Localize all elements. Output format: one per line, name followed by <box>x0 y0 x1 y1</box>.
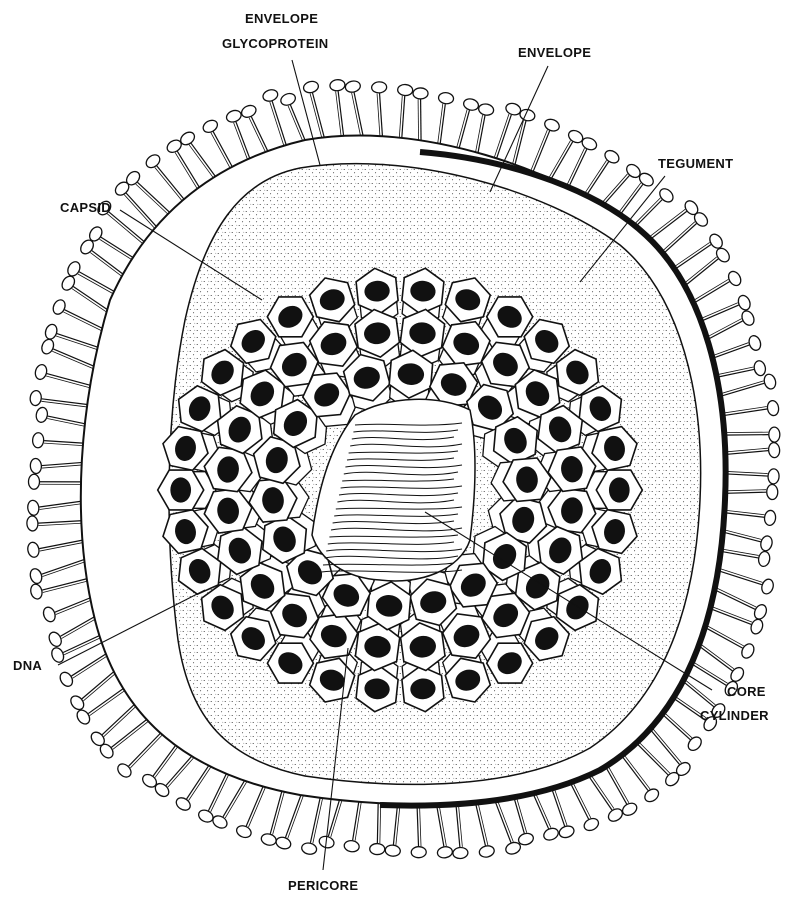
capsomer <box>491 458 551 502</box>
glycoprotein-spike <box>371 81 387 140</box>
glycoprotein-spike <box>58 652 111 689</box>
glycoprotein-spike <box>211 777 249 830</box>
glycoprotein-spike <box>703 309 757 342</box>
label-capsid: CAPSID <box>60 200 111 215</box>
glycoprotein-spike <box>235 783 267 840</box>
glycoprotein-spike <box>701 623 756 660</box>
glycoprotein-spike <box>659 710 704 753</box>
glycoprotein-spike <box>721 442 780 458</box>
glycoprotein-spike <box>178 130 217 181</box>
glycoprotein-spike <box>659 210 711 256</box>
glycoprotein-spike <box>708 334 763 360</box>
glycoprotein-spike <box>722 469 780 485</box>
glycoprotein-spike <box>437 92 454 148</box>
label-dna: DNA <box>13 658 42 673</box>
glycoprotein-spike <box>197 770 231 824</box>
glycoprotein-spike <box>153 753 196 799</box>
glycoprotein-spike <box>565 136 599 191</box>
glycoprotein-spike <box>716 373 778 398</box>
glycoprotein-spike <box>343 798 361 853</box>
glycoprotein-spike <box>34 363 94 388</box>
glycoprotein-spike <box>301 794 324 856</box>
glycoprotein-spike <box>718 400 779 416</box>
glycoprotein-spike <box>397 84 413 142</box>
glycoprotein-spike <box>604 762 639 818</box>
glycoprotein-spike <box>344 80 363 140</box>
glycoprotein-spike <box>68 669 118 712</box>
label-core-cylinder-line1: CORE <box>727 684 766 699</box>
glycoprotein-spike <box>720 427 780 442</box>
glycoprotein-spike <box>711 586 769 621</box>
glycoprotein-spike <box>531 788 560 842</box>
glycoprotein-spike <box>513 792 535 846</box>
glycoprotein-spike <box>35 406 89 427</box>
glycoprotein-spike <box>456 97 480 152</box>
glycoprotein-spike <box>27 500 85 516</box>
glycoprotein-spike <box>115 730 165 779</box>
glycoprotein-spike <box>26 516 85 532</box>
glycoprotein-spike <box>28 474 85 489</box>
glycoprotein-spike <box>529 117 561 175</box>
glycoprotein-spike <box>436 800 454 859</box>
glycoprotein-spike <box>452 799 468 859</box>
capsomer <box>249 479 309 522</box>
glycoprotein-spike <box>89 702 139 748</box>
glycoprotein-spike <box>411 800 426 858</box>
glycoprotein-spike <box>140 742 180 790</box>
glycoprotein-spike <box>78 238 126 279</box>
glycoprotein-spike <box>413 88 428 145</box>
glycoprotein-spike <box>41 596 94 623</box>
capsomer <box>158 470 216 510</box>
glycoprotein-spike <box>598 162 642 209</box>
glycoprotein-spike <box>40 338 98 370</box>
glycoprotein-spike <box>586 771 625 824</box>
capsomer <box>584 470 642 510</box>
label-core-cylinder-line2: CYLINDER <box>700 708 769 723</box>
glycoprotein-spike <box>474 797 495 858</box>
glycoprotein-spike <box>475 103 495 157</box>
glycoprotein-spike <box>30 458 86 474</box>
glycoprotein-spike <box>165 138 201 192</box>
glycoprotein-spike <box>720 510 776 526</box>
glycoprotein-spike <box>717 548 771 567</box>
glycoprotein-spike <box>547 128 585 182</box>
glycoprotein-spike <box>29 390 91 407</box>
glycoprotein-spike <box>60 274 111 314</box>
glycoprotein-spike <box>98 717 152 760</box>
glycoprotein-spike <box>27 539 87 558</box>
glycoprotein-spike <box>721 484 778 499</box>
label-pericore: PERICORE <box>288 878 358 893</box>
label-envelope-glycoprotein-line1: ENVELOPE <box>245 11 318 26</box>
glycoprotein-spike <box>32 432 87 448</box>
label-envelope: ENVELOPE <box>518 45 591 60</box>
label-tegument: TEGUMENT <box>658 156 733 171</box>
glycoprotein-spike <box>493 795 522 856</box>
glycoprotein-spike <box>712 360 766 378</box>
glycoprotein-spike <box>695 641 746 683</box>
glycoprotein-spike <box>719 529 774 552</box>
glycoprotein-spike <box>689 269 743 305</box>
glycoprotein-spike <box>329 79 345 140</box>
label-envelope-glycoprotein-line2: GLYCOPROTEIN <box>222 36 328 51</box>
glycoprotein-spike <box>113 180 159 232</box>
glycoprotein-spike <box>240 103 270 156</box>
glycoprotein-spike <box>631 186 676 229</box>
